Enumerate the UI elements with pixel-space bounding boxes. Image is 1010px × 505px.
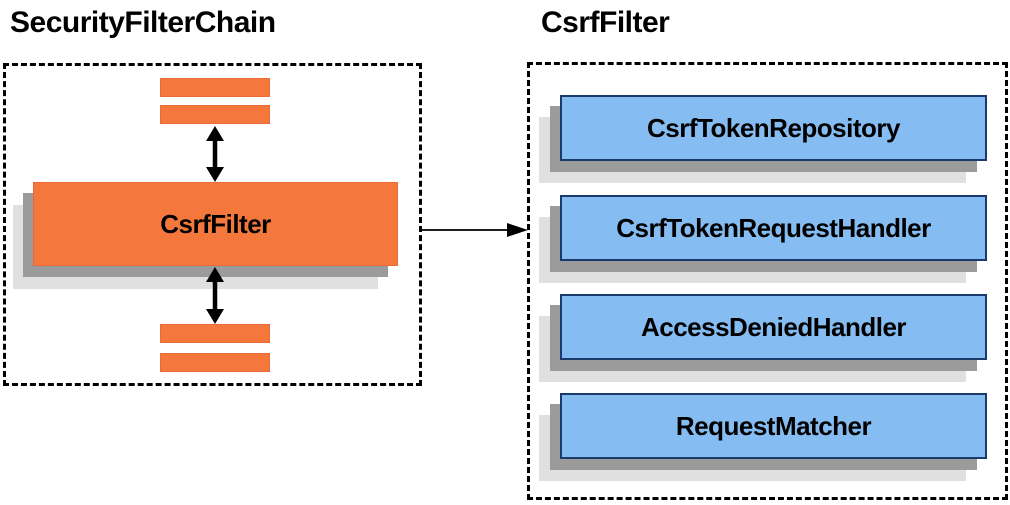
security-filter-chain-title: SecurityFilterChain <box>10 6 276 39</box>
component-stack: CsrfTokenRepository <box>539 95 987 185</box>
component-stack: AccessDeniedHandler <box>539 294 987 384</box>
csrf-filter-stack: CsrfFilter <box>13 182 398 289</box>
csrf-filter-panel <box>527 62 1008 500</box>
flow-arrow-icon <box>422 223 528 237</box>
filter-placeholder-bar-bottom-1 <box>160 324 270 343</box>
filter-placeholder-bar-top-2 <box>160 105 270 124</box>
filter-placeholder-bar-top-1 <box>160 78 270 97</box>
component-stack: CsrfTokenRequestHandler <box>539 195 987 285</box>
access-denied-handler-box: AccessDeniedHandler <box>560 294 987 360</box>
csrf-token-request-handler-box: CsrfTokenRequestHandler <box>560 195 987 261</box>
double-arrow-bottom-icon <box>206 267 224 324</box>
csrf-filter-title: CsrfFilter <box>541 6 670 39</box>
request-matcher-box: RequestMatcher <box>560 393 987 459</box>
csrf-filter-box: CsrfFilter <box>33 182 398 266</box>
filter-placeholder-bar-bottom-2 <box>160 353 270 372</box>
component-stack: RequestMatcher <box>539 393 987 483</box>
double-arrow-top-icon <box>206 126 224 182</box>
csrf-token-repository-box: CsrfTokenRepository <box>560 95 987 161</box>
security-filter-chain-panel <box>3 63 422 386</box>
